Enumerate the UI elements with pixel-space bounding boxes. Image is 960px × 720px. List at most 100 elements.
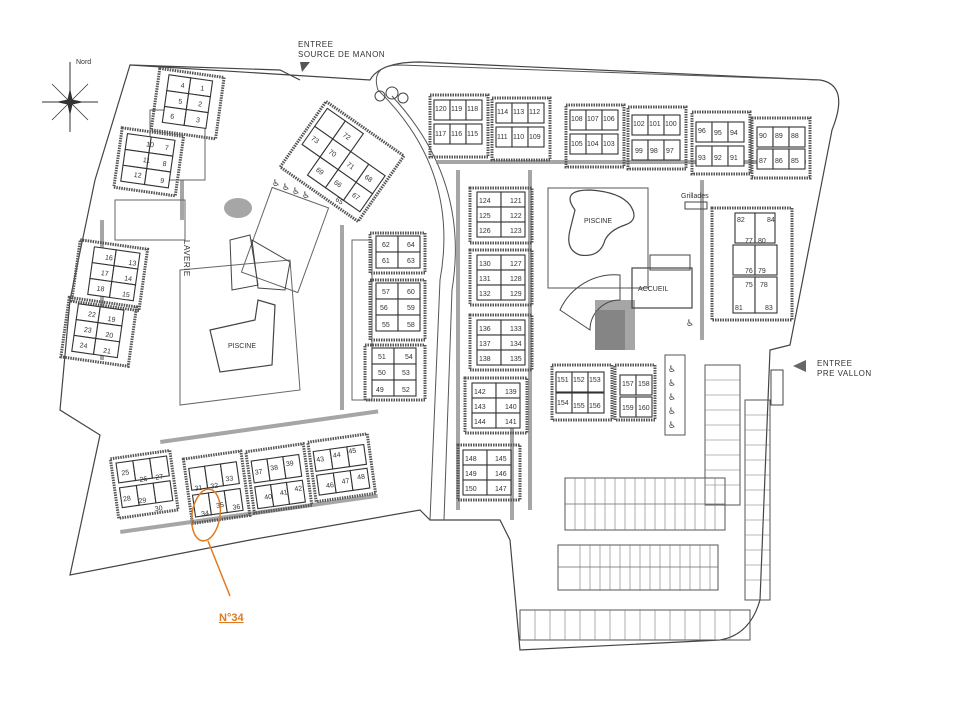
unit-label[interactable]: 141	[505, 419, 517, 426]
unit-label[interactable]: 7	[164, 145, 169, 152]
unit-label[interactable]: 90	[759, 133, 767, 140]
unit-label[interactable]: 93	[698, 155, 706, 162]
unit-label[interactable]: 142	[474, 389, 486, 396]
unit-label[interactable]: 6	[170, 113, 175, 120]
unit-label[interactable]: 108	[571, 116, 583, 123]
unit-label[interactable]: 125	[479, 213, 491, 220]
unit-label[interactable]: 24	[79, 342, 88, 350]
unit-label[interactable]: 26	[139, 476, 148, 484]
unit-label[interactable]: 96	[698, 128, 706, 135]
unit-label[interactable]: 120	[435, 106, 447, 113]
unit-label[interactable]: 158	[638, 381, 650, 388]
unit-label[interactable]: 23	[83, 327, 92, 335]
unit-label[interactable]: 88	[791, 133, 799, 140]
unit-label[interactable]: 13	[128, 260, 137, 268]
unit-label[interactable]: 103	[603, 141, 615, 148]
unit-label[interactable]: 101	[649, 121, 661, 128]
unit-label[interactable]: 60	[407, 289, 415, 296]
unit-label[interactable]: 130	[479, 261, 491, 268]
unit-label[interactable]: 105	[571, 141, 583, 148]
unit-label[interactable]: 159	[622, 405, 634, 412]
unit-label[interactable]: 84	[767, 217, 775, 224]
unit-label[interactable]: 86	[775, 158, 783, 165]
unit-label[interactable]: 95	[714, 130, 722, 137]
unit-label[interactable]: 118	[467, 106, 478, 113]
unit-label[interactable]: 46	[326, 482, 335, 490]
unit-label[interactable]: 117	[435, 131, 446, 138]
unit-label[interactable]: 9	[160, 178, 165, 185]
unit-label[interactable]: 73	[309, 135, 319, 145]
unit-label[interactable]: 38	[270, 464, 279, 472]
unit-label[interactable]: 119	[451, 106, 462, 113]
unit-34-callout[interactable]: N°34	[189, 487, 245, 624]
unit-label[interactable]: 135	[510, 356, 522, 363]
unit-label[interactable]: 44	[333, 452, 342, 460]
unit-label[interactable]: 40	[264, 494, 273, 502]
unit-label[interactable]: 136	[479, 326, 491, 333]
unit-label[interactable]: 111	[497, 134, 508, 141]
unit-label[interactable]: 29	[138, 497, 147, 505]
unit-label[interactable]: 153	[589, 377, 601, 384]
unit-label[interactable]: 57	[382, 289, 390, 296]
unit-label[interactable]: 70	[327, 149, 337, 159]
unit-label[interactable]: 133	[510, 326, 522, 333]
unit-label[interactable]: 100	[665, 121, 677, 128]
unit-label[interactable]: 58	[407, 322, 415, 329]
unit-label[interactable]: 79	[758, 268, 766, 275]
unit-label[interactable]: 114	[497, 109, 508, 116]
unit-label[interactable]: 150	[465, 486, 477, 493]
unit-label[interactable]: 112	[529, 109, 540, 116]
unit-label[interactable]: 143	[474, 404, 486, 411]
unit-label[interactable]: 131	[479, 276, 491, 283]
unit-label[interactable]: 85	[791, 158, 799, 165]
unit-label[interactable]: 50	[378, 370, 386, 377]
unit-label[interactable]: 54	[405, 354, 413, 361]
unit-label[interactable]: 102	[633, 121, 645, 128]
unit-label[interactable]: 76	[745, 268, 753, 275]
unit-label[interactable]: 59	[407, 305, 415, 312]
unit-label[interactable]: 110	[513, 134, 524, 141]
unit-label[interactable]: 132	[479, 291, 491, 298]
unit-label[interactable]: 160	[638, 405, 650, 412]
unit-label[interactable]: 144	[474, 419, 486, 426]
unit-label[interactable]: 124	[479, 198, 491, 205]
unit-label[interactable]: 51	[378, 354, 386, 361]
unit-label[interactable]: 31	[194, 485, 203, 493]
unit-label[interactable]: 12	[133, 172, 142, 180]
unit-label[interactable]: 34	[201, 510, 210, 518]
unit-label[interactable]: 55	[382, 322, 390, 329]
unit-label[interactable]: 43	[316, 456, 325, 464]
unit-label[interactable]: 116	[451, 131, 462, 138]
unit-label[interactable]: 91	[730, 155, 738, 162]
unit-label[interactable]: 121	[510, 198, 522, 205]
unit-label[interactable]: 25	[121, 469, 130, 477]
unit-label[interactable]: 2	[198, 101, 203, 108]
unit-label[interactable]: 82	[737, 217, 745, 224]
unit-label[interactable]: 14	[124, 275, 133, 283]
unit-label[interactable]: 39	[286, 460, 295, 468]
unit-label[interactable]: 3	[195, 117, 200, 124]
unit-label[interactable]: 61	[382, 258, 390, 265]
unit-label[interactable]: 4	[180, 83, 185, 90]
unit-label[interactable]: 97	[666, 148, 674, 155]
unit-label[interactable]: 47	[341, 478, 350, 486]
unit-label[interactable]: 148	[465, 456, 477, 463]
unit-label[interactable]: 149	[465, 471, 477, 478]
unit-label[interactable]: 134	[510, 341, 522, 348]
unit-label[interactable]: 53	[402, 370, 410, 377]
unit-label[interactable]: 155	[573, 403, 585, 410]
unit-label[interactable]: 11	[142, 157, 150, 165]
unit-label[interactable]: 17	[100, 270, 109, 278]
unit-label[interactable]: 16	[104, 254, 113, 262]
unit-label[interactable]: 127	[510, 261, 522, 268]
unit-label[interactable]: 104	[587, 141, 599, 148]
unit-label[interactable]: 19	[107, 316, 116, 324]
unit-label[interactable]: 138	[479, 356, 491, 363]
unit-label[interactable]: 37	[254, 469, 263, 477]
unit-label[interactable]: 107	[587, 116, 599, 123]
unit-label[interactable]: 48	[357, 474, 366, 482]
unit-label[interactable]: 42	[294, 485, 303, 493]
unit-label[interactable]: 49	[376, 387, 384, 394]
unit-label[interactable]: 99	[635, 148, 643, 155]
unit-label[interactable]: 45	[348, 448, 357, 456]
